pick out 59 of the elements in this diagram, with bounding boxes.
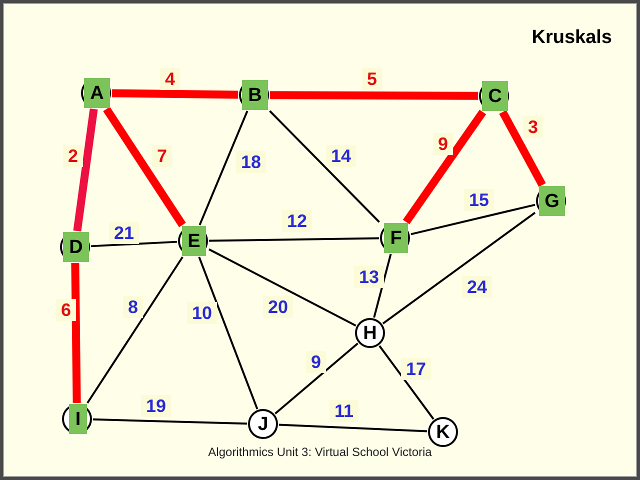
edge-weight: 21 xyxy=(108,222,140,244)
edge-weight: 20 xyxy=(262,296,294,318)
edge-weight: 18 xyxy=(236,151,266,173)
graph-edge xyxy=(373,254,392,318)
edge-weight: 11 xyxy=(329,400,359,422)
tree-edge xyxy=(270,91,478,100)
graph-edge xyxy=(208,248,356,326)
tree-edge xyxy=(402,110,486,224)
highlighted-node-label: I xyxy=(69,404,87,434)
highlighted-node-label: G xyxy=(538,186,566,216)
graph-edge xyxy=(269,110,380,223)
graph-edge xyxy=(86,256,184,404)
tree-edge xyxy=(71,262,81,404)
caption: Algorithmics Unit 3: Virtual School Victoria xyxy=(207,446,433,458)
edge-weight: 10 xyxy=(186,302,218,324)
graph-edge xyxy=(274,342,358,414)
highlighted-node-label: E xyxy=(182,226,206,256)
tree-edge xyxy=(103,106,186,228)
highlighted-node-label: F xyxy=(384,223,408,253)
edge-weight: 9 xyxy=(306,351,326,373)
node-label: K xyxy=(436,422,450,442)
edge-weight: 6 xyxy=(56,299,76,321)
tree-edge xyxy=(499,110,546,187)
node-label: H xyxy=(363,324,377,342)
edge-weight: 24 xyxy=(462,276,492,298)
graph-node xyxy=(428,417,458,447)
edge-weight: 15 xyxy=(464,189,494,211)
graph-node xyxy=(62,404,92,434)
edge-weight: 5 xyxy=(362,68,382,90)
edge-weight: 3 xyxy=(523,116,543,138)
diagram-title: Kruskals xyxy=(532,28,612,47)
edge-weight: 17 xyxy=(400,358,432,380)
edge-weight: 8 xyxy=(123,296,143,318)
graph-node xyxy=(248,409,278,439)
edge-weight: 9 xyxy=(433,133,453,155)
highlighted-node-label: A xyxy=(84,78,110,108)
edge-weight: 19 xyxy=(140,395,172,417)
tree-edge xyxy=(73,108,98,232)
graph-edge xyxy=(92,418,248,425)
graph-edge xyxy=(410,204,536,236)
graph-edge xyxy=(278,424,428,432)
highlighted-node-label: D xyxy=(63,232,89,262)
tree-edge xyxy=(112,89,238,99)
edge-weight: 4 xyxy=(160,68,180,90)
edge-weight: 14 xyxy=(326,145,356,167)
graph-edge xyxy=(198,110,248,226)
graph-edge xyxy=(208,237,380,242)
highlighted-node-label: C xyxy=(482,81,508,111)
graph-edge xyxy=(378,345,434,420)
node-label: J xyxy=(258,414,268,434)
highlighted-node-label: B xyxy=(242,80,268,110)
edge-weight: 2 xyxy=(63,145,83,167)
edge-weight: 12 xyxy=(282,210,312,232)
graph-node xyxy=(355,318,385,348)
edge-weight: 7 xyxy=(152,145,172,167)
edge-weight: 13 xyxy=(354,266,384,288)
graph-edge xyxy=(198,256,258,410)
graph-edge xyxy=(90,240,178,248)
graph-edge xyxy=(382,212,536,324)
